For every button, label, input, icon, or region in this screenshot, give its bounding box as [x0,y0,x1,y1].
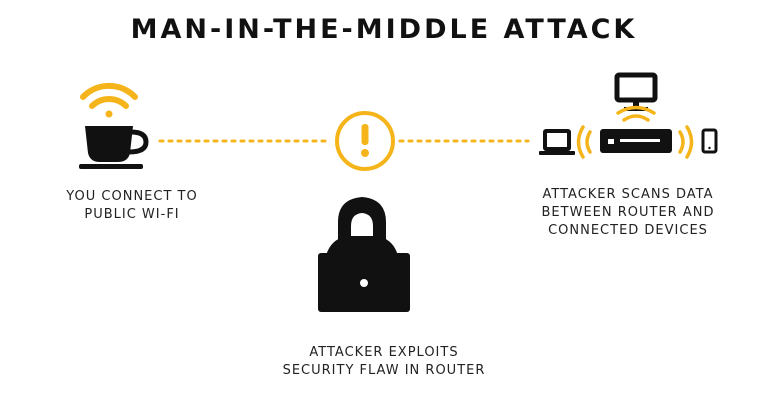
caption-connect: YOU CONNECT TO PUBLIC WI-FI [32,188,232,224]
wifi-icon [80,82,138,118]
smartphone-icon [701,128,718,154]
caption-connect-line1: YOU CONNECT TO [66,189,198,204]
signal-waves-icon [576,105,694,159]
caption-exploit: ATTACKER EXPLOITS SECURITY FLAW IN ROUTE… [240,344,528,380]
warning-icon [335,111,395,171]
coffee-cup-icon [79,126,149,169]
caption-exploit-line1: ATTACKER EXPLOITS [309,345,459,360]
small-laptop-icon [539,129,575,155]
hooded-hacker-icon [326,197,398,256]
router-icon [600,129,672,153]
monitor-icon [614,72,658,111]
caption-scan-line1: ATTACKER SCANS DATA [542,187,714,202]
caption-scan: ATTACKER SCANS DATA BETWEEN ROUTER AND C… [520,186,736,240]
caption-connect-line2: PUBLIC WI-FI [84,207,180,222]
caption-scan-line3: CONNECTED DEVICES [548,223,708,238]
caption-scan-line2: BETWEEN ROUTER AND [541,205,715,220]
caption-exploit-line2: SECURITY FLAW IN ROUTER [282,363,486,378]
page-title: MAN-IN-THE-MIDDLE ATTACK [130,14,638,45]
laptop-icon [318,253,410,312]
